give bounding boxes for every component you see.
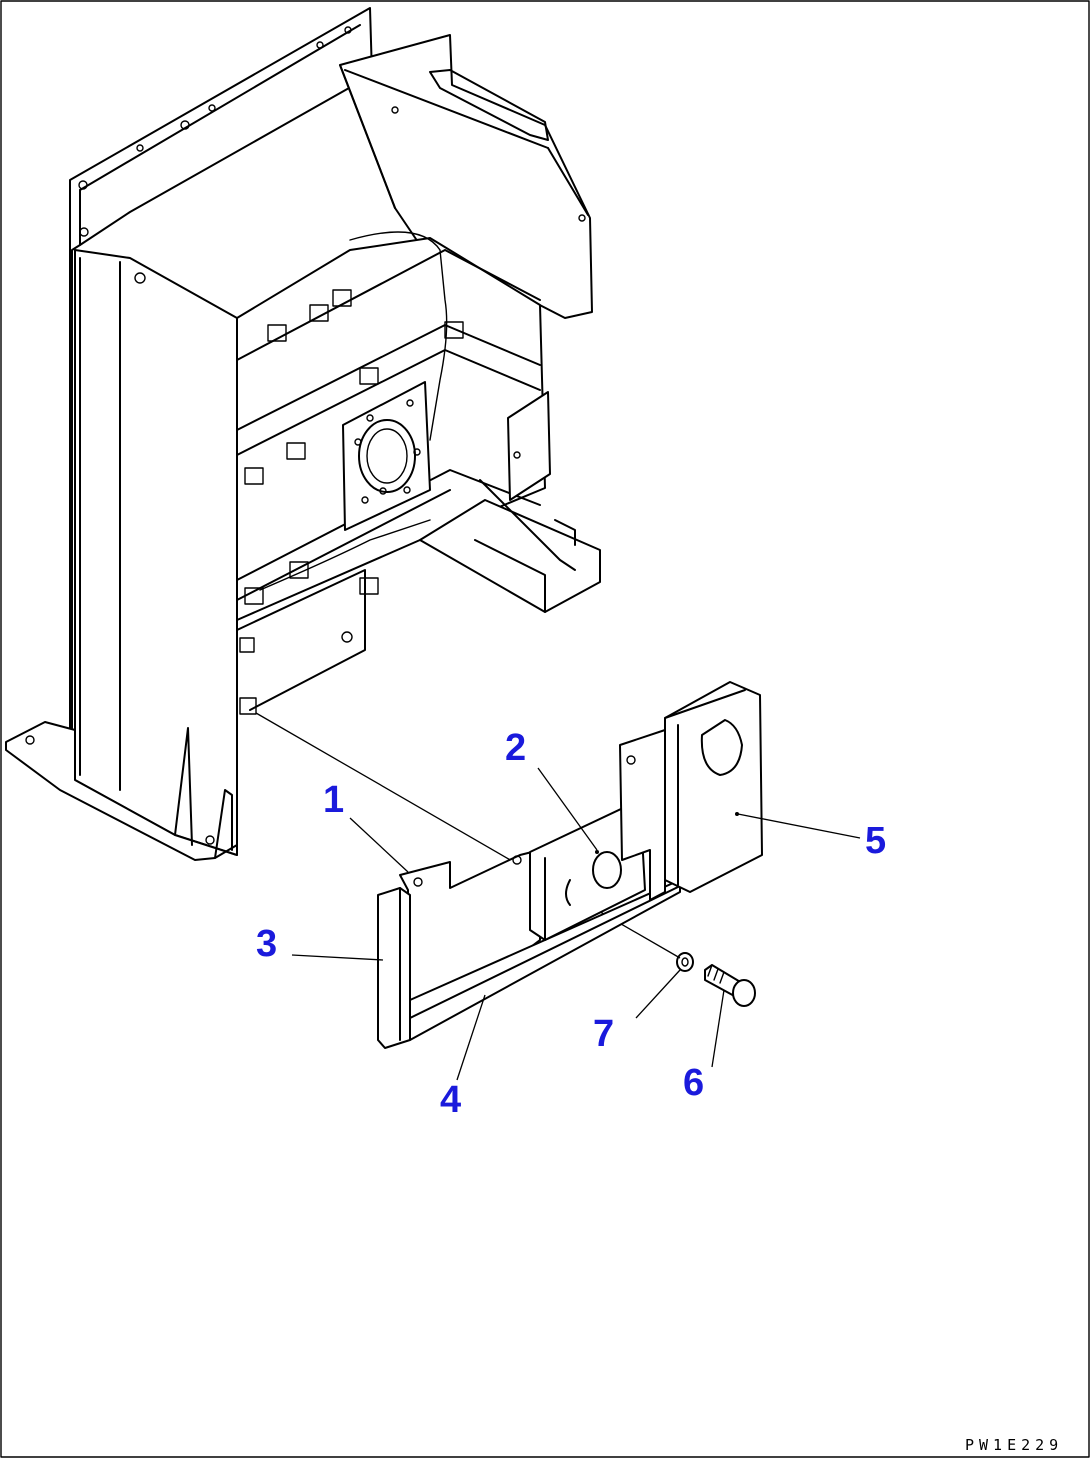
part-3-block (377, 887, 411, 1049)
rail-clamps (239, 289, 464, 715)
foot-flange (5, 721, 238, 861)
part-2-hole (592, 851, 622, 889)
frame-assembly (5, 7, 601, 861)
upper-duct (339, 34, 593, 319)
right-side-bracket (507, 391, 551, 501)
callout-6: 6 (683, 1062, 704, 1104)
part-4-bar (409, 879, 681, 1041)
back-panel-bolts (78, 26, 352, 237)
callout-5: 5 (865, 820, 886, 862)
cable-upper (349, 231, 448, 441)
callout-1: 1 (323, 779, 344, 821)
callout-3: 3 (256, 923, 277, 965)
part-5-block (619, 681, 763, 901)
lower-plate (236, 569, 366, 711)
part-6-bolt (704, 964, 756, 1007)
callout-2: 2 (505, 727, 526, 769)
lower-support (419, 499, 601, 613)
callout-labels: 1 2 3 4 5 6 7 (256, 727, 886, 1121)
center-bore (358, 419, 416, 493)
top-bracket (429, 69, 549, 141)
part-5-hole (700, 719, 743, 776)
callout-4: 4 (440, 1079, 461, 1121)
part-7-washer (676, 952, 694, 972)
callout-7: 7 (593, 1013, 614, 1055)
drawing-code: PW1E229 (965, 1436, 1063, 1454)
callout-leaders (291, 767, 861, 1081)
left-side-panel (74, 249, 238, 856)
rail-top (236, 249, 541, 361)
